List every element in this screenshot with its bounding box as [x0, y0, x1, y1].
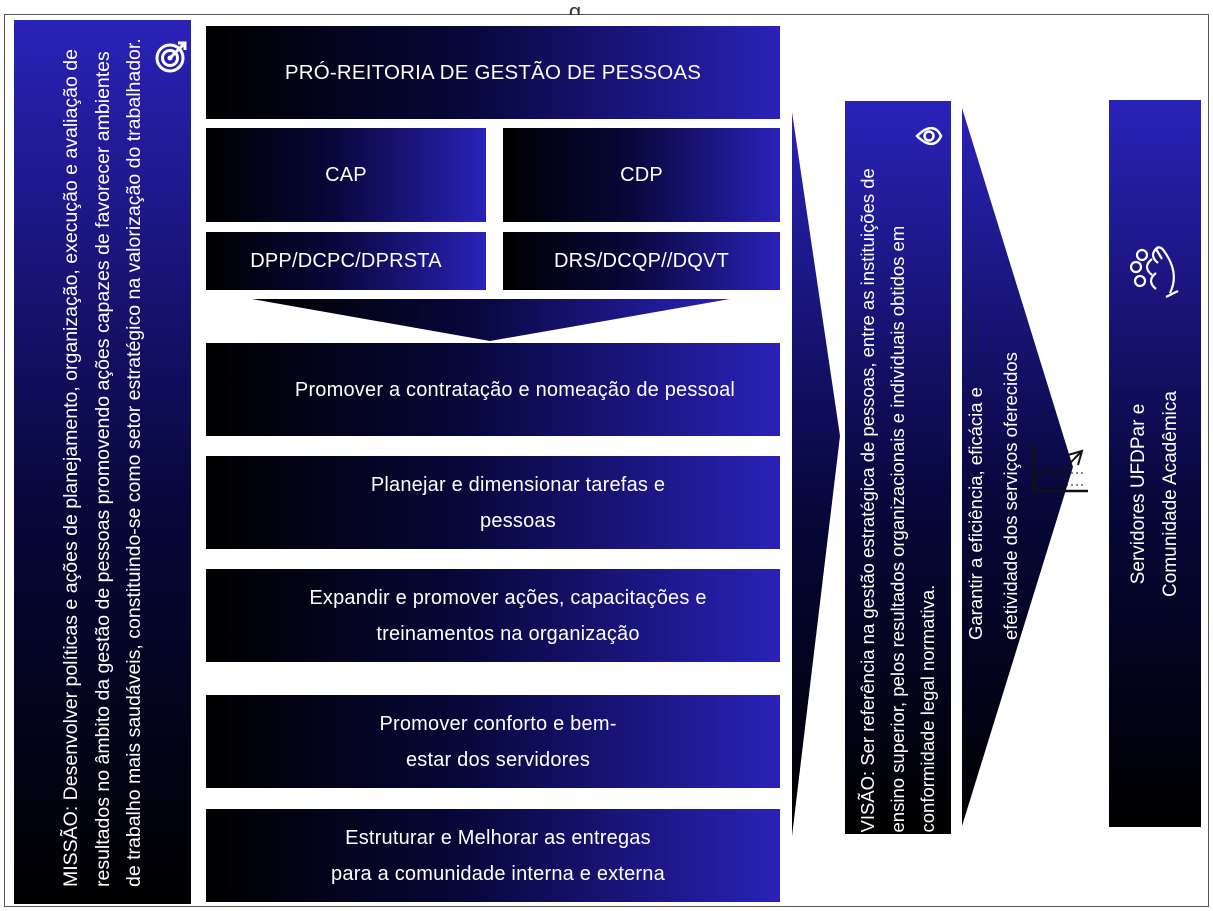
action-text: Planejar e dimensionar tarefas e pessoas: [370, 473, 666, 532]
unit-cap: CAP: [206, 128, 486, 222]
header-label: PRÓ-REITORIA DE GESTÃO DE PESSOAS: [284, 60, 702, 84]
eye-icon: [915, 123, 943, 154]
mission-panel: MISSÃO: Desenvolver políticas e ações de…: [14, 20, 191, 904]
action-item: Promover conforto e bem- estar dos servi…: [206, 695, 780, 788]
unit-cdp: CDP: [503, 128, 780, 222]
diagram-frame: g: [4, 1, 1209, 907]
action-text: Promover a contratação e nomeação de pes…: [294, 378, 736, 401]
action-text: Estruturar e Melhorar as entregas para a…: [331, 826, 665, 885]
action-item: Promover a contratação e nomeação de pes…: [206, 343, 780, 436]
pro-reitoria-header: PRÓ-REITORIA DE GESTÃO DE PESSOAS: [206, 26, 780, 119]
beneficiaries-text: Servidores UFDPar e Comunidade Acadêmica: [1128, 390, 1181, 597]
action-item: Estruturar e Melhorar as entregas para a…: [206, 809, 780, 902]
vision-text: VISÃO: Ser referência na gestão estratég…: [857, 167, 938, 832]
target-icon: [154, 40, 188, 79]
action-item: Planejar e dimensionar tarefas e pessoas: [206, 456, 780, 549]
people-care-icon: [1123, 240, 1187, 303]
action-text: Expandir e promover ações, capacitações …: [309, 586, 707, 645]
departments-cdp: DRS/DCQP//DQVT: [503, 232, 780, 290]
departments-cap: DPP/DCPC/DPRSTA: [206, 232, 486, 290]
growth-chart-icon: [1030, 443, 1090, 500]
vision-panel: VISÃO: Ser referência na gestão estratég…: [845, 101, 951, 834]
action-item: Expandir e promover ações, capacitações …: [206, 569, 780, 662]
departments-cdp-label: DRS/DCQP//DQVT: [553, 250, 730, 272]
result-text: Garantir a eficiência, eficácia e efetiv…: [965, 352, 1021, 640]
beneficiaries-panel: Servidores UFDPar e Comunidade Acadêmica: [1109, 100, 1201, 827]
action-text: Promover conforto e bem- estar dos servi…: [379, 712, 617, 771]
departments-cap-label: DPP/DCPC/DPRSTA: [250, 250, 442, 272]
unit-cdp-label: CDP: [620, 164, 663, 186]
page-title-fragment: g: [568, 1, 582, 15]
unit-cap-label: CAP: [325, 164, 367, 186]
